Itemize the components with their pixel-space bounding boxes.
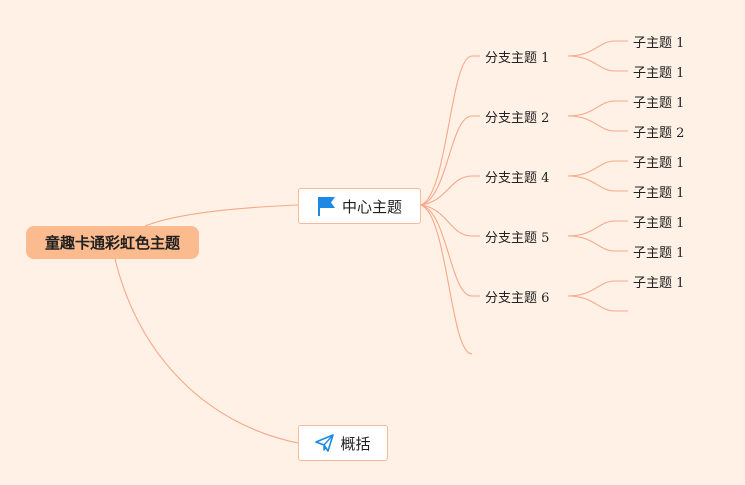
subtopic-5-1[interactable]: 子主题 1 (633, 276, 685, 291)
root-topic-label: 童趣卡通彩虹色主题 (44, 234, 180, 252)
connector-branch-4-leaf-2 (567, 235, 628, 252)
root-topic[interactable]: 童趣卡通彩虹色主题 (26, 226, 199, 259)
connector-center-branch-2 (420, 115, 480, 206)
subtopic-3-2[interactable]: 子主题 1 (633, 186, 685, 201)
connector-center-branch-1 (420, 55, 480, 206)
subtopic-3-1[interactable]: 子主题 1 (633, 156, 685, 171)
paper-plane-icon (315, 434, 335, 452)
connector-root-summary (114, 258, 299, 444)
connector-branch-3-leaf-1 (567, 160, 628, 177)
connector-center-branch-3 (420, 175, 480, 206)
branch-topic-2[interactable]: 分支主题 2 (485, 111, 550, 126)
connector-branch-4-leaf-1 (567, 220, 628, 237)
branch-topic-1[interactable]: 分支主题 1 (485, 51, 550, 66)
branch-topic-5[interactable]: 分支主题 6 (485, 291, 550, 306)
summary-topic-label: 概括 (340, 434, 371, 453)
branch-topic-3[interactable]: 分支主题 4 (485, 171, 550, 186)
connector-root-center (144, 204, 299, 227)
connector-center-branch-5 (420, 204, 480, 297)
connector-branch-5-leaf-1 (567, 280, 628, 297)
connector-branch-3-leaf-2 (567, 175, 628, 192)
connector-branch-5-leaf-2 (567, 295, 628, 312)
flag-icon (317, 196, 336, 217)
subtopic-4-2[interactable]: 子主题 1 (633, 246, 685, 261)
connector-center-branch-4 (420, 204, 480, 237)
connector-branch-2-leaf-1 (567, 100, 628, 117)
branch-topic-4[interactable]: 分支主题 5 (485, 231, 550, 246)
center-topic[interactable]: 中心主题 (298, 188, 421, 224)
subtopic-2-1[interactable]: 子主题 1 (633, 96, 685, 111)
connector-branch-1-leaf-1 (567, 40, 628, 57)
subtopic-1-2[interactable]: 子主题 1 (633, 66, 685, 81)
center-topic-label: 中心主题 (341, 197, 402, 216)
summary-topic[interactable]: 概括 (298, 425, 388, 461)
subtopic-2-2[interactable]: 子主题 2 (633, 126, 685, 141)
subtopic-4-1[interactable]: 子主题 1 (633, 216, 685, 231)
connector-branch-2-leaf-2 (567, 115, 628, 132)
subtopic-1-1[interactable]: 子主题 1 (633, 36, 685, 51)
connector-center-branch-6 (420, 204, 473, 355)
connector-branch-1-leaf-2 (567, 55, 628, 72)
